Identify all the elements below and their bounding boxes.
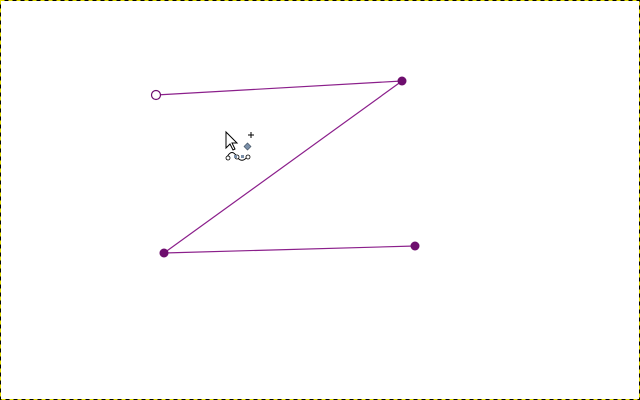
path-segments (155, 80, 416, 254)
path-anchors (150, 76, 420, 258)
path-segment-3[interactable] (163, 245, 416, 254)
path-segment-2[interactable] (163, 80, 403, 254)
add-anchor-plus-icon (248, 132, 254, 138)
anchor-start[interactable] (150, 89, 162, 101)
anchor-3[interactable] (159, 248, 169, 258)
path-segment-1[interactable] (155, 80, 403, 96)
anchor-end[interactable] (410, 241, 420, 251)
anchor-2[interactable] (397, 76, 407, 86)
paths-tool-cursor-icon (225, 130, 254, 161)
arrow-pointer-icon (225, 130, 239, 151)
path-tool-badge-icon (225, 142, 252, 161)
